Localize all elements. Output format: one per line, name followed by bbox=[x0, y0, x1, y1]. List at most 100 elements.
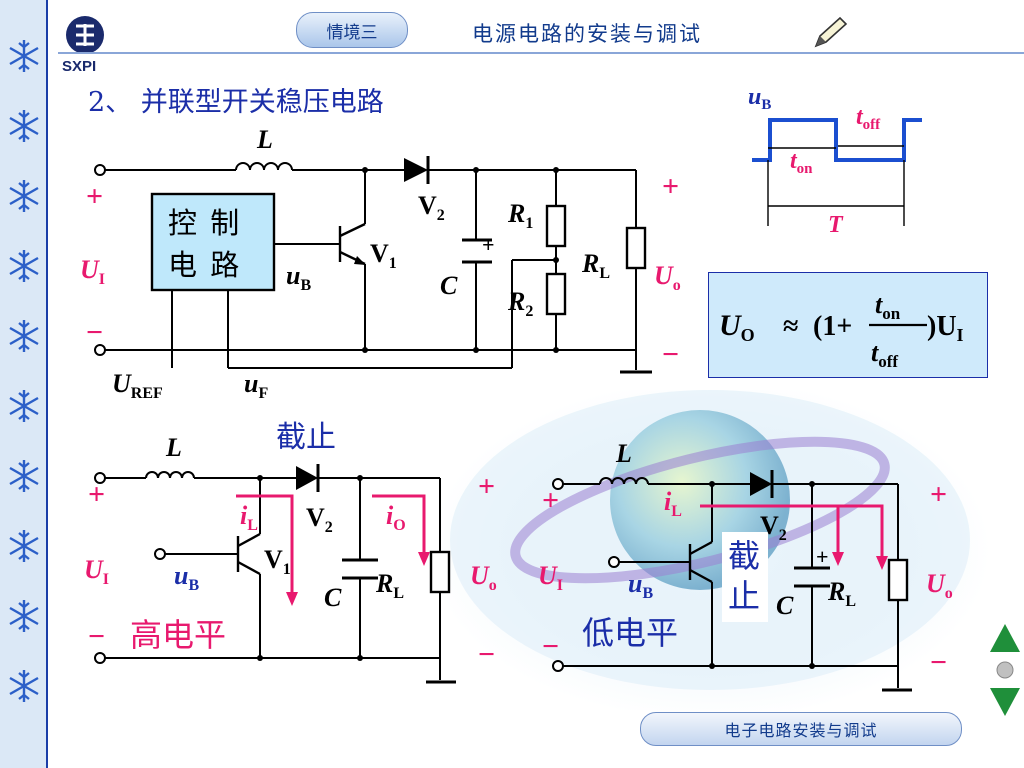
svg-text:V2: V2 bbox=[760, 511, 787, 544]
capacitor-label: C bbox=[440, 271, 458, 300]
diode-sub: 2 bbox=[437, 207, 445, 224]
ub-sub: B bbox=[300, 277, 311, 294]
svg-text:V1: V1 bbox=[370, 239, 397, 272]
right-il-label: i bbox=[664, 487, 672, 516]
snowflake-icon bbox=[9, 530, 39, 562]
svg-text:+: + bbox=[482, 232, 495, 257]
formula-approx: ≈ bbox=[783, 311, 798, 342]
snowflake-icon bbox=[9, 320, 39, 352]
uo-sub: o bbox=[673, 277, 681, 294]
svg-text:)UI: )UI bbox=[927, 311, 964, 345]
transistor-sub: 1 bbox=[389, 255, 397, 272]
snowflake-icon bbox=[9, 110, 39, 142]
right-rl-label: R bbox=[827, 577, 845, 606]
svg-text:uF: uF bbox=[244, 369, 268, 402]
left-diode-sub: 2 bbox=[325, 519, 333, 536]
output-plus: + bbox=[662, 170, 679, 203]
left-ub-sub: B bbox=[188, 577, 199, 594]
right-input-minus: − bbox=[542, 630, 559, 663]
snowflake-icon bbox=[9, 390, 39, 422]
slide-navigation bbox=[990, 624, 1020, 716]
left-input-plus: + bbox=[88, 478, 105, 511]
svg-text:iL: iL bbox=[664, 487, 682, 520]
formula-lhs-sub: O bbox=[741, 325, 755, 345]
left-output-minus: − bbox=[478, 638, 495, 671]
control-circuit-box bbox=[150, 192, 276, 292]
header-divider bbox=[58, 52, 1024, 54]
ui-sub: I bbox=[99, 271, 105, 288]
svg-text:R1: R1 bbox=[507, 199, 533, 232]
right-capacitor-label: C bbox=[776, 591, 794, 620]
left-inductor-label: L bbox=[165, 433, 182, 462]
left-io-label: i bbox=[386, 501, 394, 530]
svg-text:UI: UI bbox=[80, 255, 105, 288]
left-uo-label: U bbox=[470, 561, 490, 590]
svg-text:V2: V2 bbox=[418, 191, 445, 224]
formula-num: t bbox=[875, 290, 883, 319]
right-inductor-label: L bbox=[615, 439, 632, 468]
svg-text:Uo: Uo bbox=[926, 569, 953, 602]
svg-text:toff: toff bbox=[856, 104, 881, 133]
svg-text:UREF: UREF bbox=[112, 369, 163, 402]
input-plus: + bbox=[86, 180, 103, 213]
input-minus: − bbox=[86, 316, 103, 349]
uo-label: U bbox=[654, 261, 674, 290]
svg-text:uB: uB bbox=[286, 261, 311, 294]
svg-text:Uo: Uo bbox=[654, 261, 681, 294]
svg-text:RL: RL bbox=[827, 577, 856, 610]
right-uo-sub: o bbox=[945, 585, 953, 602]
inductor-label: L bbox=[256, 125, 273, 154]
ton-label: t bbox=[790, 148, 798, 174]
rl-label: R bbox=[581, 249, 599, 278]
left-ub-label: u bbox=[174, 561, 188, 590]
left-transistor-sub: 1 bbox=[283, 561, 291, 578]
logo-text: SXPI bbox=[62, 58, 97, 75]
svg-text:toff: toff bbox=[871, 338, 898, 371]
right-diode-label: V bbox=[760, 511, 779, 540]
snowflake-icon bbox=[9, 460, 39, 492]
svg-text:UI: UI bbox=[84, 555, 109, 588]
toff-label: t bbox=[856, 104, 864, 130]
sidebar bbox=[0, 0, 48, 768]
r2-sub: 2 bbox=[525, 303, 533, 320]
svg-text:uB: uB bbox=[174, 561, 199, 594]
triangle-down-icon[interactable] bbox=[990, 688, 1020, 716]
school-logo bbox=[66, 16, 104, 54]
svg-text:RL: RL bbox=[581, 249, 610, 282]
right-ui-label: U bbox=[538, 561, 558, 590]
formula-lhs: U bbox=[719, 309, 742, 342]
left-output-plus: + bbox=[478, 470, 495, 503]
svg-text:iL: iL bbox=[240, 501, 258, 534]
right-ub-label: u bbox=[628, 569, 642, 598]
svg-text:uB: uB bbox=[628, 569, 653, 602]
right-output-plus: + bbox=[930, 478, 947, 511]
r2-label: R bbox=[507, 287, 525, 316]
control-box-label-2: 电 路 bbox=[168, 248, 242, 282]
uf-label: u bbox=[244, 369, 258, 398]
period-label: T bbox=[828, 212, 844, 238]
right-il-sub: L bbox=[671, 503, 682, 520]
triangle-up-icon[interactable] bbox=[990, 624, 1020, 652]
svg-text:UO: UO bbox=[719, 309, 755, 345]
right-input-plus: + bbox=[542, 484, 559, 517]
wave-ub-label: u bbox=[748, 84, 761, 110]
snowflake-icon bbox=[9, 250, 39, 282]
svg-text:UI: UI bbox=[538, 561, 563, 594]
left-ui-label: U bbox=[84, 555, 104, 584]
left-io-sub: O bbox=[393, 517, 405, 534]
uref-sub: REF bbox=[131, 385, 163, 402]
transistor-label: V bbox=[370, 239, 389, 268]
duty-cycle-formula: UO ≈ (1+ ton toff )UI bbox=[719, 290, 964, 371]
output-minus: − bbox=[662, 338, 679, 371]
svg-text:+: + bbox=[816, 544, 829, 569]
r1-label: R bbox=[507, 199, 525, 228]
course-title: 电源电路的安装与调试 bbox=[472, 22, 702, 46]
right-ub-sub: B bbox=[642, 585, 653, 602]
uref-label: U bbox=[112, 369, 132, 398]
footer-badge: 电子电路安装与调试 bbox=[640, 712, 962, 746]
snowflake-icon bbox=[9, 600, 39, 632]
dot-icon[interactable] bbox=[996, 661, 1014, 679]
left-rl-label: R bbox=[375, 569, 393, 598]
